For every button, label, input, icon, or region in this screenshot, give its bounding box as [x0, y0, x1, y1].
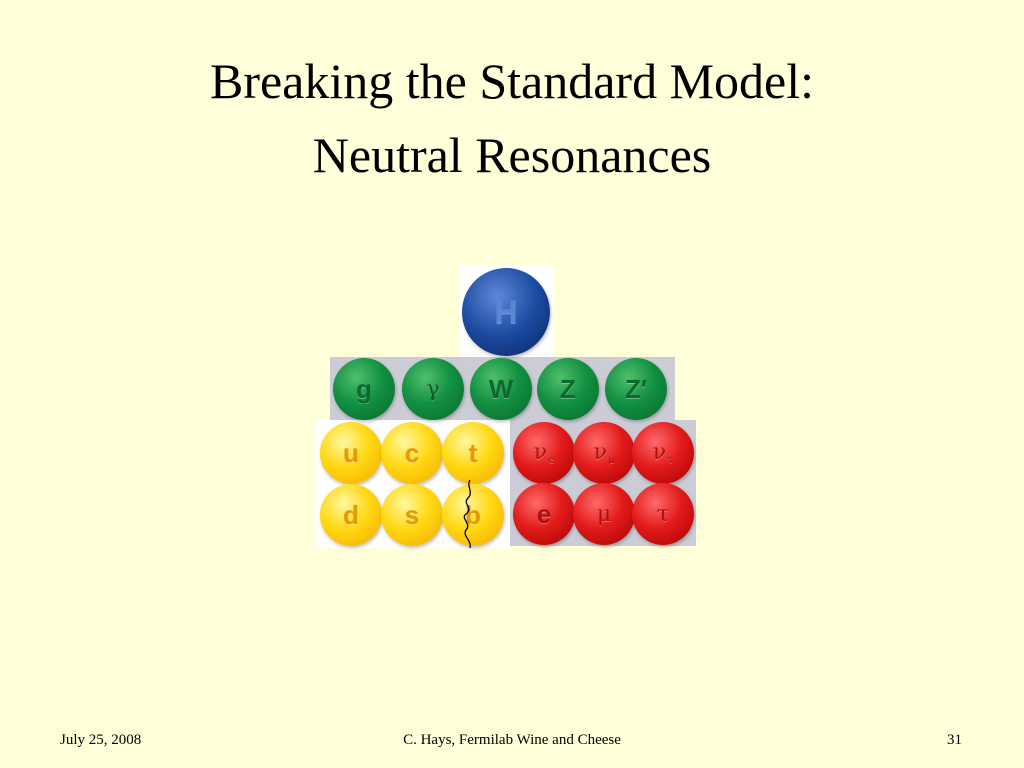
charm-quark-label: c	[404, 437, 420, 468]
z-prime-label: Z′	[624, 373, 648, 404]
muon-neutrino-symbol: ν	[593, 440, 607, 465]
electron-label: e	[536, 498, 552, 529]
tau-label: τ	[656, 501, 670, 527]
up-quark-label: u	[343, 437, 359, 468]
tau-ball: τ	[632, 483, 694, 545]
tau-neutrino-sub: τ	[667, 455, 674, 466]
bottom-quark-ball: b	[442, 484, 504, 546]
electron-neutrino-symbol: ν	[533, 440, 548, 465]
z-boson-label: Z	[560, 373, 576, 404]
squiggle-annotation-icon	[463, 479, 471, 549]
tau-neutrino-ball: ντ	[632, 422, 694, 484]
bottom-quark-label: b	[465, 499, 481, 530]
charm-quark-ball: c	[381, 422, 443, 484]
tau-neutrino-label: ντ	[653, 440, 673, 466]
muon-neutrino-label: νμ	[594, 440, 615, 466]
higgs-label: H	[494, 293, 518, 330]
slide-title: Breaking the Standard Model: Neutral Res…	[0, 44, 1024, 192]
footer-date: July 25, 2008	[60, 732, 142, 748]
title-line-1: Breaking the Standard Model:	[209, 53, 815, 109]
muon-neutrino-sub: μ	[608, 455, 615, 466]
top-quark-label: t	[468, 437, 478, 468]
electron-neutrino-label: νe	[534, 440, 555, 466]
w-boson-label: W	[488, 373, 514, 404]
tau-neutrino-symbol: ν	[652, 440, 667, 465]
strange-quark-label: s	[404, 499, 420, 530]
gluon-label: g	[356, 373, 372, 404]
photon-ball: γ	[402, 358, 464, 420]
electron-ball: e	[513, 483, 575, 545]
top-quark-ball: t	[442, 422, 504, 484]
gluon-ball: g	[333, 358, 395, 420]
photon-label: γ	[426, 376, 440, 402]
footer-presenter: C. Hays, Fermilab Wine and Cheese	[403, 732, 621, 748]
strange-quark-ball: s	[381, 484, 443, 546]
z-prime-ball: Z′	[605, 358, 667, 420]
footer-page-number: 31	[947, 732, 962, 748]
electron-neutrino-sub: e	[548, 455, 555, 466]
higgs-ball: H	[462, 268, 550, 356]
electron-neutrino-ball: νe	[513, 422, 575, 484]
title-line-2: Neutral Resonances	[312, 127, 712, 183]
muon-ball: μ	[573, 483, 635, 545]
muon-neutrino-ball: νμ	[573, 422, 635, 484]
down-quark-ball: d	[320, 484, 382, 546]
w-boson-ball: W	[470, 358, 532, 420]
up-quark-ball: u	[320, 422, 382, 484]
muon-label: μ	[596, 501, 612, 527]
down-quark-label: d	[343, 499, 359, 530]
z-boson-ball: Z	[537, 358, 599, 420]
